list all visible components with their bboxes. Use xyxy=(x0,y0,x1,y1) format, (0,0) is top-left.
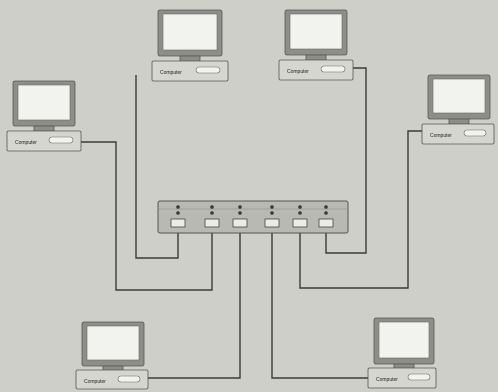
monitor-stand xyxy=(103,366,123,370)
computer-label: Computer xyxy=(84,379,106,385)
activity-led xyxy=(238,211,242,215)
rj45-port xyxy=(319,219,333,227)
rj45-port xyxy=(293,219,307,227)
computer-label: Computer xyxy=(15,140,37,146)
monitor-screen xyxy=(433,79,485,113)
monitor-screen xyxy=(163,14,217,50)
floppy-drive xyxy=(49,137,73,143)
activity-led xyxy=(210,211,214,215)
activity-led xyxy=(270,211,274,215)
status-led xyxy=(210,205,214,209)
floppy-drive xyxy=(464,130,486,136)
rj45-port xyxy=(265,219,279,227)
status-led xyxy=(324,205,328,209)
hub-body xyxy=(158,201,348,233)
activity-led xyxy=(176,211,180,215)
monitor-stand xyxy=(306,55,326,60)
status-led xyxy=(270,205,274,209)
activity-led xyxy=(298,211,302,215)
computer-label: Computer xyxy=(287,69,309,75)
rj45-port xyxy=(205,219,219,227)
monitor-screen xyxy=(18,85,70,120)
computer-top-left: Computer xyxy=(152,10,228,81)
monitor-screen xyxy=(379,322,429,358)
computer-label: Computer xyxy=(430,133,452,139)
computer-bottom-right: Computer xyxy=(368,318,436,388)
cable-bottom-left xyxy=(148,225,240,378)
computer-label: Computer xyxy=(376,377,398,383)
computer-right: Computer xyxy=(422,75,494,144)
computer-label: Computer xyxy=(160,70,182,76)
status-led xyxy=(298,205,302,209)
activity-led xyxy=(324,211,328,215)
cable-bottom-right xyxy=(272,225,372,378)
network-hub xyxy=(158,201,348,233)
computer-bottom-left: Computer xyxy=(76,322,148,389)
monitor-stand xyxy=(394,364,414,368)
floppy-drive xyxy=(408,374,430,380)
monitor-stand xyxy=(180,56,200,61)
status-led xyxy=(176,205,180,209)
monitor-screen xyxy=(290,14,342,49)
monitor-stand xyxy=(449,119,469,124)
floppy-drive xyxy=(321,66,345,72)
rj45-port xyxy=(171,219,185,227)
floppy-drive xyxy=(196,67,220,73)
floppy-drive xyxy=(118,376,140,382)
computer-left: Computer xyxy=(7,81,81,151)
computer-top-right: Computer xyxy=(279,10,353,80)
rj45-port xyxy=(233,219,247,227)
monitor-screen xyxy=(87,326,139,360)
status-led xyxy=(238,205,242,209)
monitor-stand xyxy=(34,126,54,131)
